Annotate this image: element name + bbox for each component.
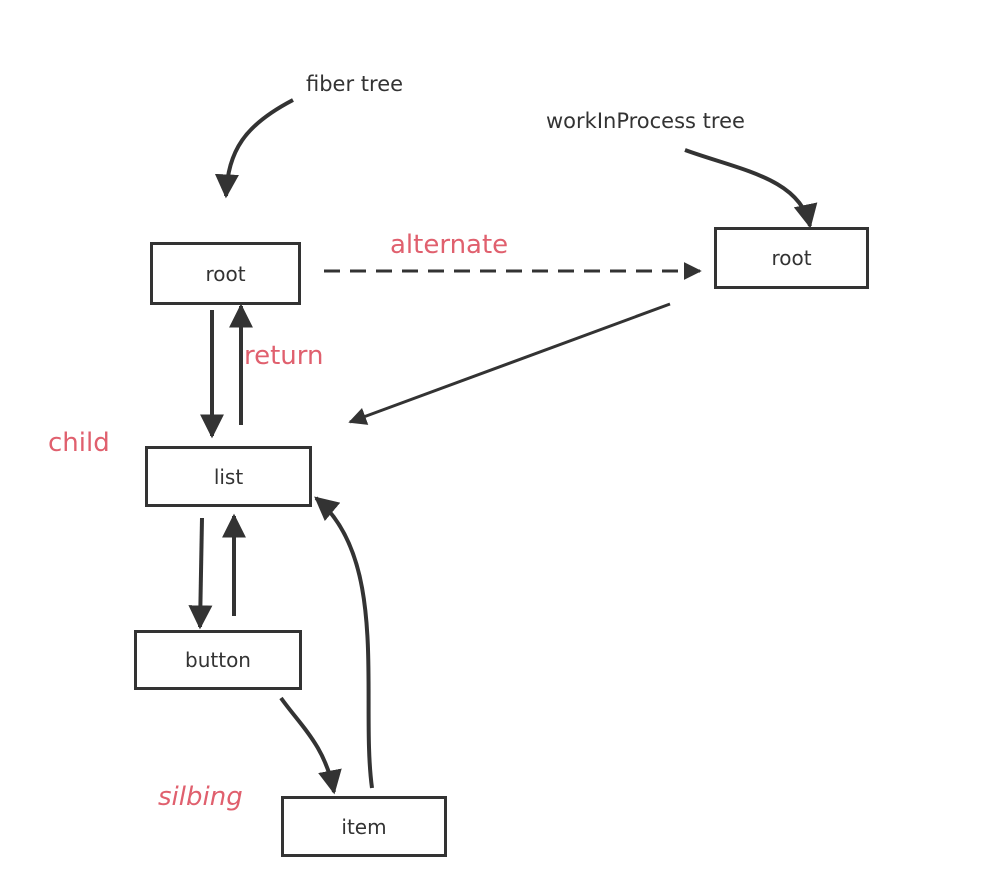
- list-node: list: [145, 446, 312, 507]
- button-label: button: [185, 648, 251, 672]
- sibling-arrow-button-item: [279, 696, 342, 795]
- wip-root-label: root: [771, 246, 812, 270]
- return-arrow-item-list: [314, 496, 374, 789]
- wip-tree-annotation: workInProcess tree: [546, 109, 745, 133]
- child-arrow-list-button: [188, 517, 213, 630]
- item-label: item: [341, 814, 387, 839]
- fiber-tree-annotation: fiber tree: [306, 72, 404, 96]
- wip-to-list-arrow: [348, 302, 671, 425]
- child-label: child: [48, 428, 110, 458]
- list-label: list: [213, 464, 244, 489]
- sibling-label: silbing: [158, 782, 243, 812]
- alternate-label: alternate: [390, 230, 509, 260]
- wip-tree-pointer-arrow: [684, 148, 818, 229]
- button-node: button: [134, 630, 302, 690]
- fiber-root-node: root: [150, 242, 301, 305]
- fiber-tree-pointer-arrow: [214, 98, 294, 199]
- wip-root-node: root: [714, 227, 869, 289]
- fiber-root-label: root: [205, 261, 246, 286]
- item-node: item: [281, 796, 447, 857]
- return-label: return: [244, 341, 324, 371]
